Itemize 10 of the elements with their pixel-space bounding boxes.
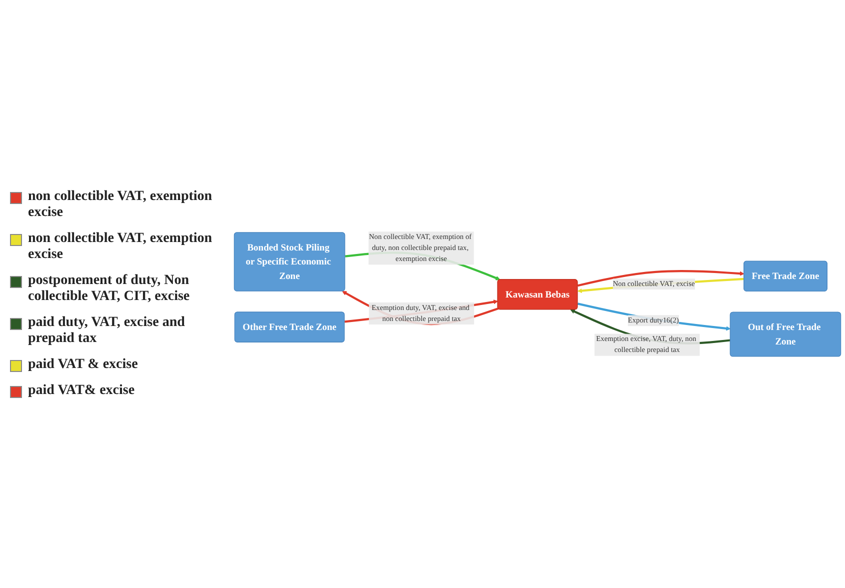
arrow [577, 270, 744, 287]
legend-text: paid VAT & excise [28, 357, 138, 373]
legend-text: postponement of duty, Non collectible VAT, CIT, excise [28, 273, 191, 305]
legend-text: non collectible VAT, exemption excise [28, 189, 214, 221]
arrow [570, 309, 731, 344]
legend-text: non collectible VAT, exemption excise [28, 231, 214, 263]
arrow [577, 302, 731, 331]
legend-text: paid VAT& excise [28, 383, 135, 399]
legend-text: paid duty, VAT, excise and prepaid tax [28, 315, 186, 347]
arrow [577, 278, 744, 294]
